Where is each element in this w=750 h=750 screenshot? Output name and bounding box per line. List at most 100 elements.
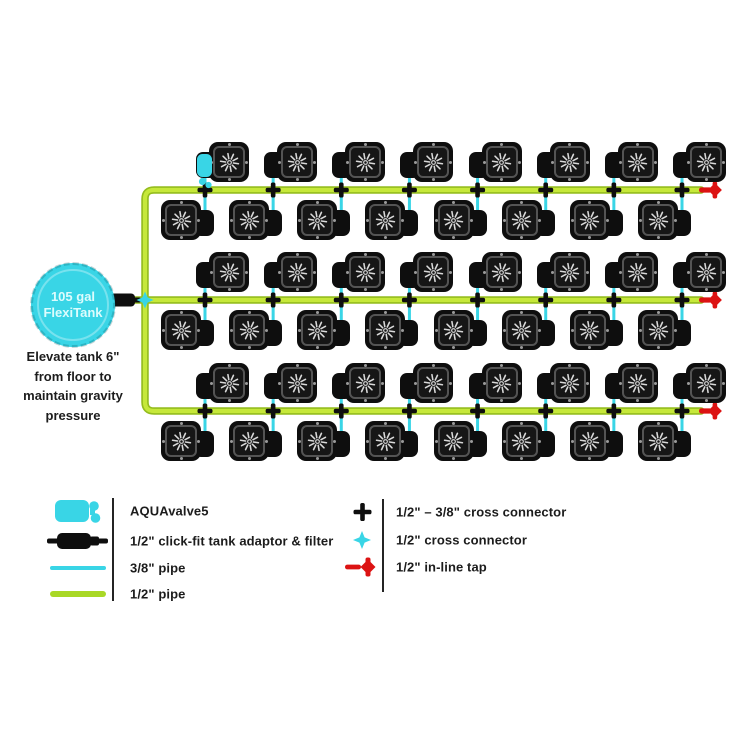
plant-icon [511, 320, 532, 340]
pot-rivet [434, 439, 438, 443]
pot [638, 421, 678, 461]
legend-label: 3/8" pipe [130, 560, 186, 576]
pot-frame [505, 204, 538, 236]
cross-connector-icon [538, 292, 554, 308]
pot-frame [165, 425, 197, 457]
pot-rivet [674, 328, 677, 332]
pot-rivet [333, 328, 337, 332]
pot-frame [621, 367, 654, 399]
cross-connector-icon [265, 182, 281, 198]
pot-rivet [431, 364, 435, 367]
pot-rivet [588, 457, 592, 460]
pot-rivet [383, 311, 387, 314]
cross-connector-icon [265, 292, 281, 308]
pot-rivet [618, 381, 622, 385]
cross-connector-icon [265, 403, 281, 419]
pot-rivet [315, 311, 319, 314]
pot-rivet [605, 218, 609, 222]
pot-rivet [247, 457, 251, 460]
plant-icon [219, 152, 239, 172]
pot-rivet [449, 381, 453, 385]
pot-rivet [636, 253, 640, 256]
pot-rivet [414, 381, 418, 385]
pot-rivet [363, 399, 367, 402]
plant-icon [696, 373, 716, 393]
pot [549, 142, 590, 182]
pot-rivet [500, 178, 504, 181]
pot-rivet [315, 422, 319, 425]
pot-frame [553, 146, 586, 178]
pot-rivet [210, 270, 213, 274]
pot [481, 142, 522, 182]
pot [501, 310, 542, 350]
plant-icon [239, 320, 259, 340]
pot-rivet [383, 422, 387, 425]
pot-rivet [227, 253, 231, 256]
pot-frame [437, 314, 470, 346]
pot-rivet [298, 218, 302, 222]
pot-frame [505, 425, 538, 457]
pot [481, 363, 522, 403]
pot [413, 252, 454, 292]
pot-rivet [381, 160, 385, 164]
pot-frame [165, 314, 197, 346]
plant-icon [307, 210, 327, 230]
pot-rivet [537, 218, 541, 222]
pot [161, 421, 201, 461]
cross-connector-icon [538, 403, 554, 419]
cross-connector-black-icon [344, 503, 380, 522]
pot-rivet [452, 422, 456, 425]
pot-rivet [568, 288, 572, 291]
pot [345, 363, 386, 403]
pot-frame [233, 425, 266, 457]
pot-rivet [265, 328, 269, 332]
pot-rivet [585, 381, 589, 385]
pot-rivet [653, 160, 657, 164]
inline-tap-icon [699, 291, 722, 309]
pot [617, 142, 658, 182]
pot-rivet [315, 346, 319, 349]
note-line: pressure [45, 407, 101, 423]
pot [481, 252, 522, 292]
pot-rivet [687, 160, 690, 164]
pot [229, 200, 270, 240]
plant-icon [423, 373, 444, 393]
pot-rivet [431, 288, 435, 291]
pot-rivet [230, 218, 234, 222]
pot-frame [573, 314, 606, 346]
pot-rivet [469, 218, 473, 222]
pot [617, 363, 658, 403]
legend-label: 1/2" – 3/8" cross connector [396, 504, 567, 520]
pot-rivet [704, 364, 708, 367]
pot-rivet [636, 143, 640, 146]
pot-rivet [704, 288, 708, 291]
pot-rivet [210, 381, 213, 385]
pot-rivet [570, 439, 574, 443]
plant-icon [511, 431, 532, 451]
plant-icon [648, 431, 668, 451]
plant-icon [219, 373, 239, 393]
pot [549, 363, 590, 403]
plant-icon [559, 152, 580, 172]
pot-rivet [431, 178, 435, 181]
pot [569, 421, 610, 461]
pot-frame [573, 204, 606, 236]
pot-rivet [179, 422, 183, 425]
plant-icon [491, 373, 512, 393]
pot-rivet [179, 236, 183, 239]
plant-icon [443, 210, 464, 230]
pot-rivet [636, 364, 640, 367]
plant-icon [423, 152, 444, 172]
plant-icon [628, 262, 648, 282]
legend-divider-left [112, 498, 114, 601]
pot-rivet [431, 399, 435, 402]
pot-frame [369, 425, 402, 457]
pot-rivet [517, 381, 521, 385]
cross-connector-icon [606, 292, 622, 308]
pot [277, 252, 318, 292]
pot-rivet [500, 364, 504, 367]
pot-rivet [383, 457, 387, 460]
pot-rivet [197, 218, 200, 222]
pot-frame [281, 146, 314, 178]
cross-connector-cyan-icon [344, 531, 380, 549]
